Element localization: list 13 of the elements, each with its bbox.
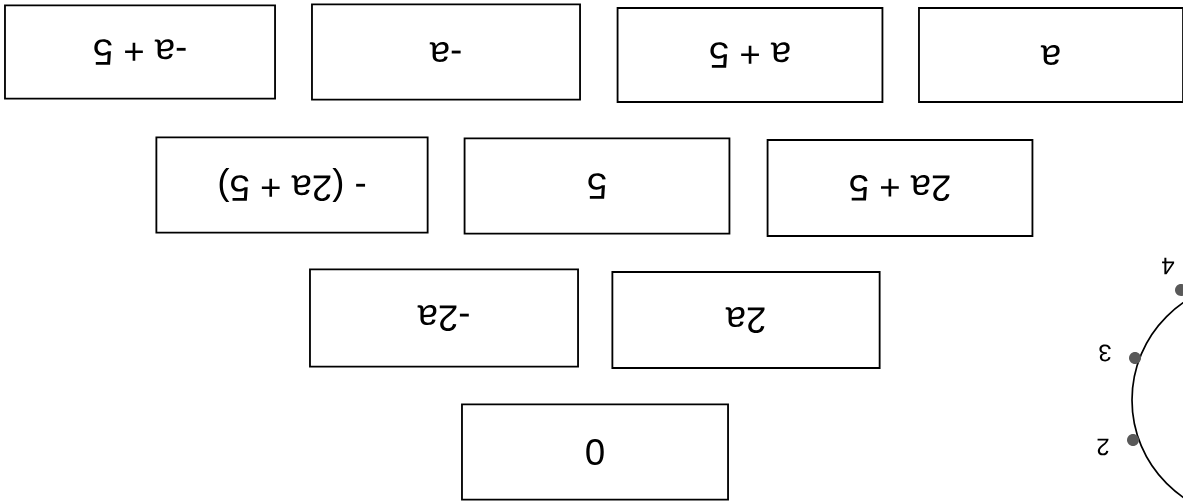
expression-card: - (2a + 5)	[155, 136, 429, 234]
expression-card: 2a + 5	[766, 139, 1034, 237]
expression-card: -a + 5	[4, 4, 276, 100]
expression-card: -2a	[309, 268, 579, 368]
expression-card: 0	[461, 403, 729, 501]
expression-card: 2a	[611, 271, 881, 369]
expression-card: a + 5	[616, 7, 884, 103]
point-number: 3	[1099, 344, 1111, 362]
point-number: 2	[1097, 438, 1109, 456]
point-number: 4	[1162, 257, 1175, 275]
expression-card: 5	[463, 137, 731, 235]
expression-card: -a	[311, 3, 581, 101]
expression-card: a	[918, 7, 1183, 103]
